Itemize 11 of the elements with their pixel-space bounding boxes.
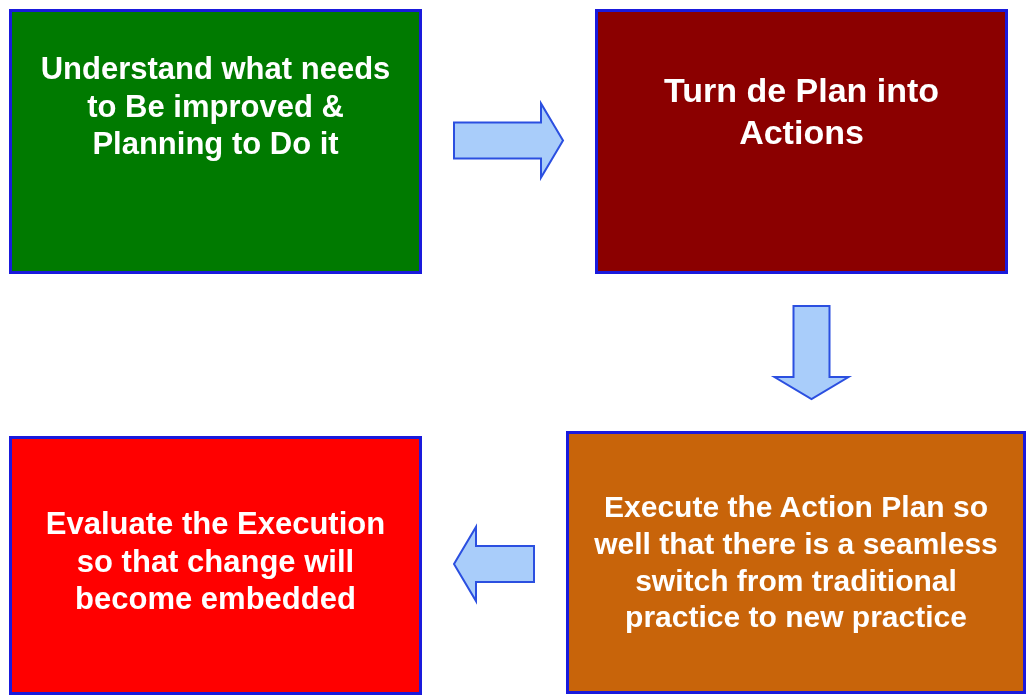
process-box — [595, 9, 1008, 274]
step-text: Understand what needs to Be improved & Planning to Do it — [39, 49, 392, 164]
process-box — [9, 436, 422, 695]
process-box — [566, 431, 1026, 694]
process-box — [9, 9, 422, 274]
step-text: Turn de Plan into Actions — [662, 70, 941, 153]
block-arrow — [770, 305, 853, 401]
block-arrow — [452, 523, 535, 605]
block-arrow — [453, 99, 565, 182]
step-text: Evaluate the Execution so that change will become embedded — [44, 504, 387, 619]
step-text: Execute the Action Plan so well that there is a seamless switch from traditional practice to new practice — [593, 489, 999, 636]
